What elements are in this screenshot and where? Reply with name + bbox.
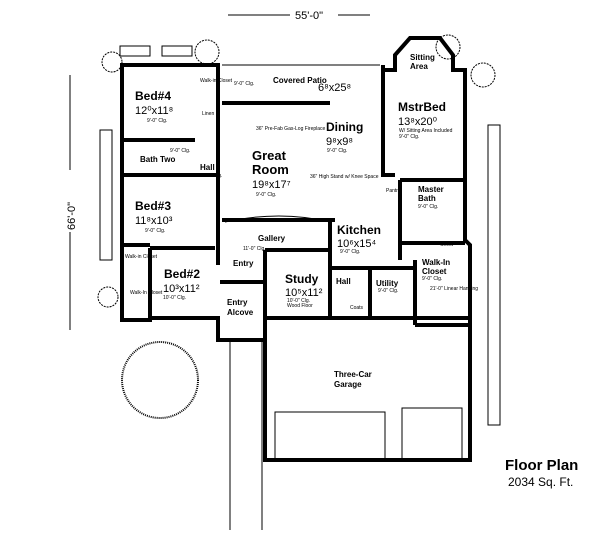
room-dining: Dining 9⁸x9⁸ 9'-0" Clg. <box>326 120 363 154</box>
room-bed4: Bed#4 12⁰x11⁸ 9'-0" Clg. <box>135 89 173 124</box>
svg-text:9'-0" Clg.: 9'-0" Clg. <box>256 192 276 198</box>
svg-text:10³x11²: 10³x11² <box>163 283 200 295</box>
svg-text:6⁸x25⁸: 6⁸x25⁸ <box>318 82 351 94</box>
svg-text:9'-0" Clg.: 9'-0" Clg. <box>145 228 165 234</box>
room-covered-patio: Covered Patio 6⁸x25⁸ 9'-0" Clg. <box>234 76 351 94</box>
svg-text:9'-0" Clg.: 9'-0" Clg. <box>147 118 167 124</box>
svg-text:W/ Sitting Area Included: W/ Sitting Area Included <box>399 128 453 134</box>
svg-text:9'-0" Clg.: 9'-0" Clg. <box>422 276 442 282</box>
landscaping <box>97 34 501 530</box>
room-utility: Utility 9'-0" Clg. <box>376 279 399 294</box>
svg-text:Bed#4: Bed#4 <box>135 89 171 103</box>
walls <box>120 36 472 462</box>
svg-text:10⁶x15⁴: 10⁶x15⁴ <box>337 238 376 250</box>
svg-text:Chest: Chest <box>440 242 454 248</box>
svg-text:9'-0" Clg.: 9'-0" Clg. <box>378 288 398 294</box>
room-hall: Hall 9'-0" Clg. <box>200 163 222 179</box>
svg-text:9⁸x9⁸: 9⁸x9⁸ <box>326 136 353 148</box>
svg-text:11⁸x10³: 11⁸x10³ <box>135 215 173 227</box>
svg-text:Coats: Coats <box>350 305 364 311</box>
svg-text:21'-0" Linear Hanging: 21'-0" Linear Hanging <box>430 286 478 292</box>
width-label: 55'-0" <box>295 10 323 22</box>
svg-text:Entry: Entry <box>233 259 254 268</box>
svg-text:9'-0" Clg.: 9'-0" Clg. <box>327 148 347 154</box>
svg-text:Dining: Dining <box>326 120 363 134</box>
svg-text:Wood Floor: Wood Floor <box>287 303 313 309</box>
svg-text:10'-0" Clg.: 10'-0" Clg. <box>163 295 186 301</box>
svg-text:Bed#2: Bed#2 <box>164 267 200 281</box>
svg-text:9'-0" Clg.: 9'-0" Clg. <box>202 173 222 179</box>
svg-text:Gallery: Gallery <box>258 234 286 243</box>
svg-text:9'-0" Clg.: 9'-0" Clg. <box>340 249 360 255</box>
svg-text:9'-0" Clg.: 9'-0" Clg. <box>170 148 190 154</box>
svg-text:Walk-In Closet: Walk-In Closet <box>130 290 163 296</box>
svg-text:10'-0" Clg.: 10'-0" Clg. <box>287 298 310 304</box>
svg-text:9'-0" Clg.: 9'-0" Clg. <box>418 204 438 210</box>
room-master-bed: MstrBed 13⁸x20⁰ W/ Sitting Area Included… <box>398 100 453 140</box>
room-bed2: Bed#2 10³x11² 10'-0" Clg. <box>163 267 200 301</box>
svg-text:Linen: Linen <box>202 111 214 117</box>
room-bath-two: Bath Two 9'-0" Clg. <box>140 148 190 164</box>
svg-text:Bed#3: Bed#3 <box>135 199 171 213</box>
svg-text:19⁸x17⁷: 19⁸x17⁷ <box>252 179 291 191</box>
svg-text:MstrBed: MstrBed <box>398 100 446 114</box>
svg-text:Hall: Hall <box>336 277 351 286</box>
width-dimension: 55'-0" <box>228 10 370 22</box>
svg-text:Walk-in Closet: Walk-in Closet <box>200 78 233 84</box>
room-hall-2: Hall <box>336 277 351 286</box>
depth-label: 66'-0" <box>66 202 78 230</box>
svg-text:Pantry: Pantry <box>386 188 401 194</box>
room-entry: Entry <box>233 259 254 268</box>
svg-text:Utility: Utility <box>376 279 399 288</box>
room-gallery: Gallery 11'-0" Clg. <box>243 234 286 252</box>
small-labels: Walk-in Closet Walk-in Closet Walk-In Cl… <box>125 78 454 311</box>
svg-text:9'-0" Clg.: 9'-0" Clg. <box>234 81 254 87</box>
svg-text:12⁰x11⁸: 12⁰x11⁸ <box>135 105 173 117</box>
room-kitchen: Kitchen 10⁶x15⁴ 9'-0" Clg. <box>337 223 381 255</box>
plan-area: 2034 Sq. Ft. <box>508 475 573 489</box>
room-bed3: Bed#3 11⁸x10³ 9'-0" Clg. <box>135 199 173 234</box>
svg-text:Bath Two: Bath Two <box>140 155 176 164</box>
svg-text:13⁸x20⁰: 13⁸x20⁰ <box>398 116 438 128</box>
svg-text:Hall: Hall <box>200 163 215 172</box>
svg-text:36" Pre-Fab Gas-Log Fireplace: 36" Pre-Fab Gas-Log Fireplace <box>256 126 326 132</box>
svg-text:10⁵x11²: 10⁵x11² <box>285 287 323 299</box>
plan-title: Floor Plan <box>505 457 578 474</box>
room-study: Study 10⁵x11² 10'-0" Clg. Wood Floor <box>285 272 323 309</box>
svg-text:Kitchen: Kitchen <box>337 223 381 237</box>
svg-text:Study: Study <box>285 272 319 286</box>
svg-text:36" High Stand w/ Knee Space: 36" High Stand w/ Knee Space <box>310 174 379 180</box>
depth-dimension: 66'-0" <box>66 75 78 330</box>
svg-text:Walk-in Closet: Walk-in Closet <box>125 254 158 260</box>
svg-text:9'-0" Clg.: 9'-0" Clg. <box>399 134 419 140</box>
svg-text:11'-0" Clg.: 11'-0" Clg. <box>243 246 266 252</box>
svg-text:Covered Patio: Covered Patio <box>273 76 327 85</box>
